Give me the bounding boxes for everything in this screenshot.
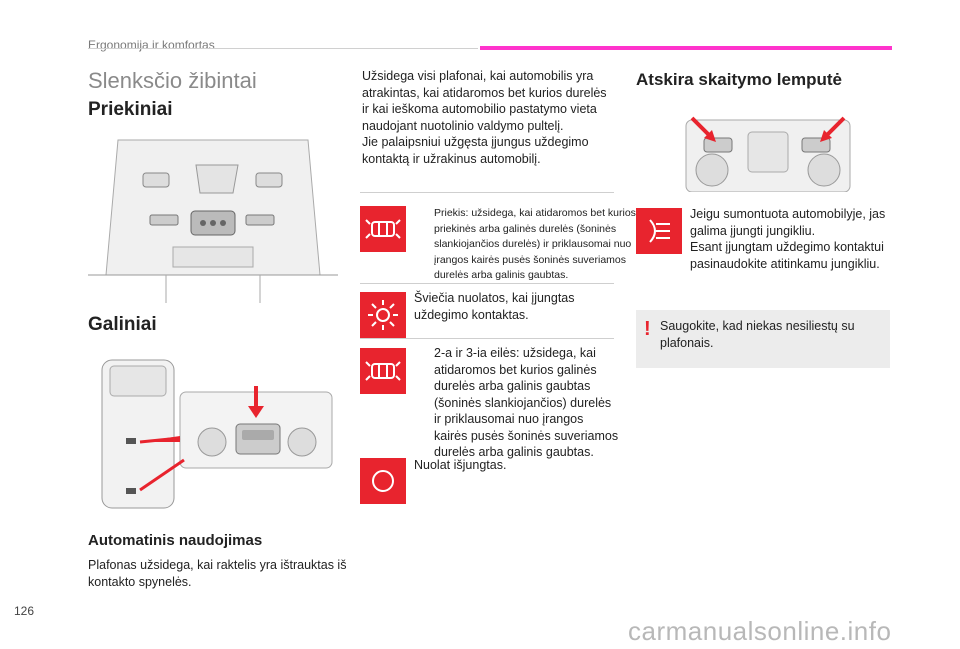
rear-heading: Galiniai xyxy=(88,314,157,335)
lamp-off-icon xyxy=(360,458,406,504)
warning-box xyxy=(636,310,890,368)
auto-heading: Automatinis naudojimas xyxy=(88,532,263,549)
intro-paragraph: Užsidega visi plafonai, kai automobilis … xyxy=(362,69,607,166)
header-divider xyxy=(88,48,478,49)
page-number: 126 xyxy=(14,604,35,618)
item1-text: Priekis: užsidega, kai atidaromos bet ku… xyxy=(434,207,636,281)
reading-lamp-heading: Atskira skaitymo lemputė xyxy=(636,70,842,89)
watermark: carmanualsonline.info xyxy=(628,616,892,646)
divider xyxy=(360,338,614,339)
header-section-title: Ergonomija ir komfortas xyxy=(88,38,215,52)
divider xyxy=(360,283,614,284)
rear-door-lamp-icon xyxy=(360,348,406,394)
front-courtesy-lamp-illustration xyxy=(88,135,338,303)
lamp-on-icon xyxy=(360,292,406,338)
item4-text: Nuolat išjungtas. xyxy=(414,458,507,472)
section-title: Slenksčio žibintai xyxy=(88,68,257,93)
front-heading: Priekiniai xyxy=(88,99,173,120)
header-accent-bar xyxy=(480,46,892,50)
door-lamp-icon xyxy=(360,206,406,252)
warning-text: Saugokite, kad niekas nesiliestų su plaf… xyxy=(660,319,855,350)
reading-lamp-icon xyxy=(636,208,682,254)
auto-text: Plafonas užsidega, kai raktelis yra ištr… xyxy=(88,558,347,589)
item3-text: 2-a ir 3-ia eilės: užsidega, kai atidaro… xyxy=(434,346,619,459)
warning-icon: ! xyxy=(644,318,651,340)
reading-lamp-illustration xyxy=(684,112,852,192)
divider xyxy=(360,192,614,193)
rear-courtesy-lamp-illustration xyxy=(88,352,340,512)
reading-lamp-text: Jeigu sumontuota automobilyje, jas galim… xyxy=(690,207,886,271)
item2-text: Šviečia nuolatos, kai įjungtas uždegimo … xyxy=(414,291,575,322)
